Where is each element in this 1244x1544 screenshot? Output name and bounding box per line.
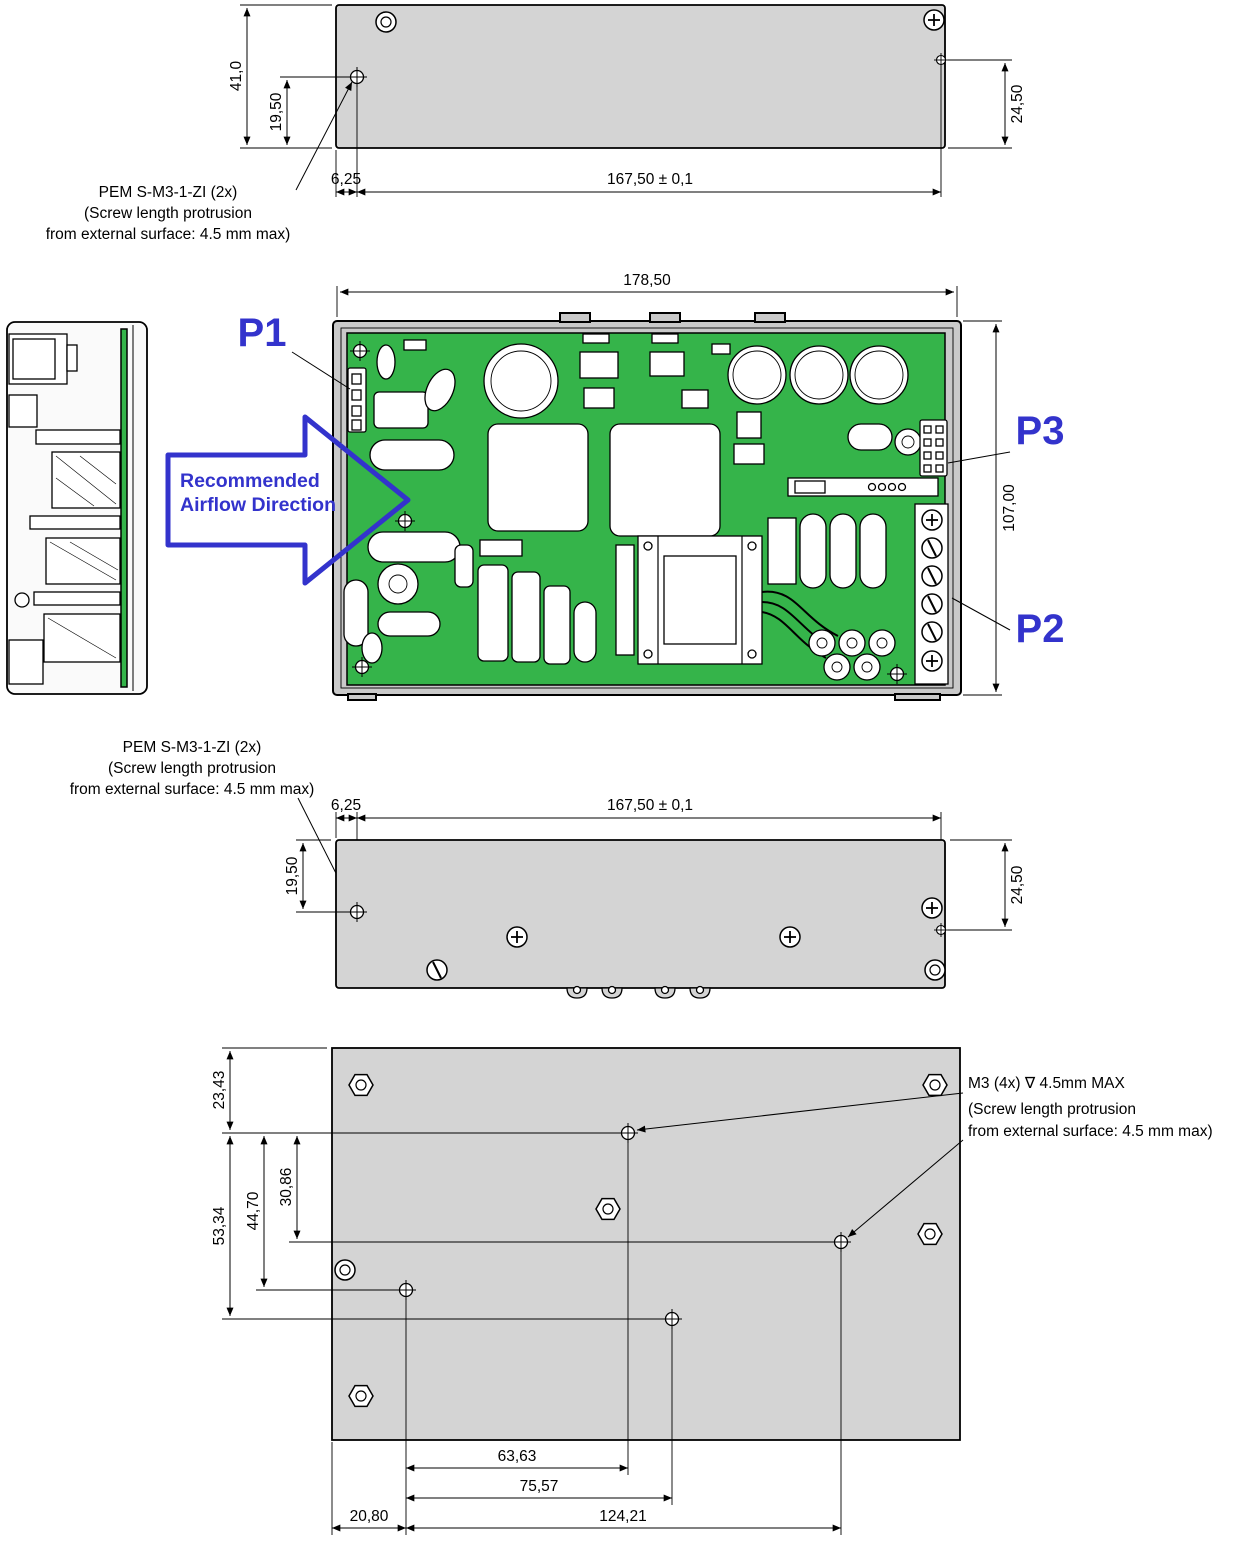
dim-main-width: 178,50 <box>336 272 958 317</box>
dim-label: 167,50 ± 0,1 <box>607 797 693 814</box>
dim-top-flange-right: 24,50 <box>948 59 1026 149</box>
dim-label: 75,57 <box>520 1478 559 1495</box>
dim-top-flange-height: 41,0 <box>228 4 332 149</box>
pem-note-line1: PEM S-M3-1-ZI (2x) <box>99 184 238 201</box>
dim-label: 53,34 <box>211 1206 228 1245</box>
heatsink-secondary <box>609 423 721 537</box>
p3-connector <box>919 419 948 477</box>
dim-label: 41,0 <box>228 61 245 92</box>
pem-note-line3: from external surface: 4.5 mm max) <box>46 226 291 243</box>
dim-bottom-flange-right: 24,50 <box>948 839 1026 931</box>
strain-relief-bumps <box>566 985 711 999</box>
dim-label: 167,50 ± 0,1 <box>607 171 693 188</box>
dim-label: 23,43 <box>211 1071 228 1110</box>
m3-note-line3: from external surface: 4.5 mm max) <box>968 1123 1213 1140</box>
standoff-icon <box>595 1197 621 1221</box>
top-flange-panel <box>335 4 946 149</box>
dim-label: 124,21 <box>599 1508 646 1525</box>
view-bottom: 23,43 53,34 44,70 30,86 63,63 75,57 124,… <box>211 1047 1213 1535</box>
connector-labels: P1 P3 P2 <box>238 311 1065 651</box>
dim-top-flange-pitch: 6,25 167,50 ± 0,1 <box>331 67 942 197</box>
side-pcb-edge <box>120 328 128 688</box>
dim-label: 63,63 <box>498 1448 537 1465</box>
dim-top-flange-hole-y: 19,50 <box>268 76 349 145</box>
standoff-icon <box>348 1073 374 1097</box>
screw-icon <box>779 926 801 948</box>
view-bottom-flange: PEM S-M3-1-ZI (2x) (Screw length protrus… <box>70 739 1026 999</box>
pem-note-line2: (Screw length protrusion <box>108 760 276 777</box>
pcb-components <box>343 333 949 685</box>
p3-label: P3 <box>1016 409 1065 453</box>
dim-label: 178,50 <box>623 272 671 289</box>
airflow-label-line2: Airflow Direction <box>180 494 336 516</box>
bottom-panel <box>331 1047 961 1441</box>
grommet-hole-icon <box>334 1259 356 1281</box>
dim-bottom-left-column: 23,43 53,34 44,70 30,86 <box>211 1047 831 1320</box>
screw-icon <box>426 959 448 981</box>
standoff-icon <box>922 1073 948 1097</box>
screw-icon <box>506 926 528 948</box>
screw-icon <box>921 897 943 919</box>
dim-label: 30,86 <box>278 1168 295 1207</box>
corner-screw-icon <box>923 9 945 31</box>
airflow-label-line1: Recommended <box>180 470 320 492</box>
side-components <box>8 333 121 685</box>
pem-note-line2: (Screw length protrusion <box>84 205 252 222</box>
dim-label: 107,00 <box>1001 484 1018 532</box>
p2-label: P2 <box>1016 607 1065 651</box>
standoff-icon <box>917 1222 943 1246</box>
dim-label: 19,50 <box>284 856 301 895</box>
dim-label: 24,50 <box>1009 865 1026 904</box>
pem-note-bottom: PEM S-M3-1-ZI (2x) (Screw length protrus… <box>70 739 353 906</box>
grommet-hole-icon <box>375 11 397 33</box>
p2-terminal-block <box>914 503 949 685</box>
heatsink-primary <box>487 423 589 532</box>
pem-note-line3: from external surface: 4.5 mm max) <box>70 781 315 798</box>
p1-connector <box>347 367 367 433</box>
dim-label: 6,25 <box>331 797 361 814</box>
dim-label: 24,50 <box>1009 84 1026 123</box>
p1-label: P1 <box>238 311 287 355</box>
m3-note-line2: (Screw length protrusion <box>968 1101 1136 1118</box>
pem-note-top: PEM S-M3-1-ZI (2x) (Screw length protrus… <box>46 81 353 243</box>
dim-label: 44,70 <box>245 1191 262 1230</box>
dim-bottom-flange-hole-y: 19,50 <box>284 839 349 913</box>
bottom-flange-panel <box>335 839 946 989</box>
dim-label: 6,25 <box>331 171 361 188</box>
dim-bottom-row: 63,63 75,57 124,21 20,80 <box>331 1141 842 1535</box>
view-side <box>6 321 148 695</box>
transformer <box>637 535 763 665</box>
airflow-arrow <box>165 414 411 586</box>
m3-note-line1: M3 (4x) ∇ 4.5mm MAX <box>968 1075 1125 1092</box>
pem-note-line1: PEM S-M3-1-ZI (2x) <box>123 739 262 756</box>
dim-label: 20,80 <box>350 1508 389 1525</box>
view-top-flange: 41,0 19,50 24,50 6,25 167,50 ± 0,1 PEM S… <box>46 4 1026 243</box>
standoff-icon <box>348 1384 374 1408</box>
m3-note: M3 (4x) ∇ 4.5mm MAX (Screw length protru… <box>636 1075 1213 1238</box>
grommet-hole-icon <box>924 959 946 981</box>
dim-label: 19,50 <box>268 92 285 131</box>
dim-main-depth: 107,00 <box>963 320 1018 696</box>
view-main-top: 178,50 <box>165 272 1065 701</box>
